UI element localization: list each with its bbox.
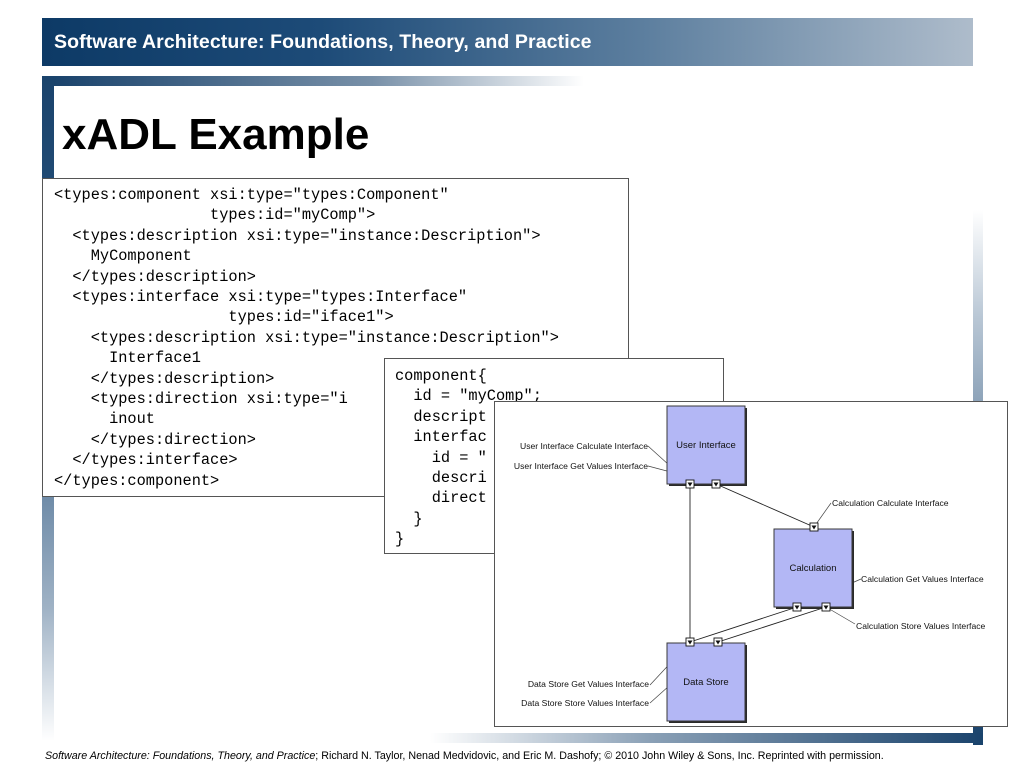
leader-line (825, 606, 856, 625)
code-line: </types:direction> (54, 430, 256, 449)
interface-label-ds-get-values: Data Store Get Values Interface (528, 679, 649, 689)
port-arrow-icon (715, 640, 721, 645)
code-line: <types:direction xsi:type="i (54, 390, 348, 409)
footer-citation: Software Architecture: Foundations, Theo… (45, 750, 884, 762)
xml-code-box: <types:component xsi:type="types:Compone… (42, 178, 629, 497)
code-line: <types:component xsi:type="types:Compone… (54, 186, 449, 204)
code-line: </types:description> (54, 267, 256, 286)
footer-credits: ; Richard N. Taylor, Nenad Medvidovic, a… (315, 750, 884, 762)
connectors (689, 483, 827, 643)
code-line: types:id="myComp"> (54, 206, 376, 225)
interface-ports (685, 479, 831, 647)
port-arrow-icon (823, 605, 829, 610)
port-arrow-icon (687, 640, 693, 645)
xml-code: <types:component xsi:type="types:Compone… (54, 185, 559, 491)
architecture-diagram-svg: User Interface Calculation Data Store Us… (514, 405, 986, 723)
calculation-label: Calculation (790, 563, 837, 574)
code-line: interfac (395, 428, 487, 447)
connector-line (717, 606, 827, 643)
code-line: <types:description xsi:type="instance:De… (54, 328, 559, 347)
code-line: id = "myComp"; (395, 387, 542, 406)
header-banner: Software Architecture: Foundations, Theo… (42, 18, 973, 66)
code-line: <types:description xsi:type="instance:De… (54, 226, 541, 245)
user-interface-component (666, 405, 746, 485)
slide-frame-bottom (430, 733, 983, 743)
port-arrow-icon (687, 482, 693, 487)
footer-book-title: Software Architecture: Foundations, Theo… (45, 750, 316, 762)
slide-title: xADL Example (62, 110, 370, 159)
code-line: } (395, 530, 405, 549)
interface-label-calc-get-values: Calculation Get Values Interface (861, 574, 984, 584)
code-line: } (395, 509, 423, 528)
data-store-label: Data Store (683, 677, 728, 688)
interface-label-ds-store-values: Data Store Store Values Interface (521, 698, 649, 708)
code-line: descri (395, 469, 487, 488)
data-store-component (666, 642, 746, 722)
code-line: inout (54, 410, 155, 429)
code-line: types:id="iface1"> (54, 308, 394, 327)
port-arrow-icon (794, 605, 800, 610)
interface-label-ui-get-values: User Interface Get Values Interface (514, 461, 648, 471)
code-line: Interface1 (54, 349, 201, 368)
interface-label-calc-calculate: Calculation Calculate Interface (832, 498, 949, 508)
code-line: <types:interface xsi:type="types:Interfa… (54, 288, 468, 307)
code-line: MyComponent (54, 247, 192, 266)
interface-label-ui-calculate: User Interface Calculate Interface (520, 441, 648, 451)
component-code: component{ id = "myComp"; descript inter… (395, 366, 542, 550)
port-arrow-icon (811, 525, 817, 530)
port-arrow-icon (713, 482, 719, 487)
header-title: Software Architecture: Foundations, Theo… (54, 31, 592, 53)
slide-frame-top (54, 76, 584, 86)
connector-line (715, 483, 815, 528)
code-line: descript (395, 407, 487, 426)
architecture-diagram: User Interface Calculation Data Store Us… (494, 401, 1008, 727)
code-line: direct (395, 489, 487, 508)
code-line: </types:interface> (54, 451, 238, 470)
code-line: id = " (395, 448, 487, 467)
user-interface-label: User Interface (676, 440, 736, 451)
connector-line (689, 606, 798, 643)
code-line: </types:description> (54, 369, 275, 388)
code-line: component{ (395, 367, 487, 385)
interface-label-calc-store-values: Calculation Store Values Interface (856, 621, 986, 631)
code-line: </types:component> (54, 471, 220, 490)
